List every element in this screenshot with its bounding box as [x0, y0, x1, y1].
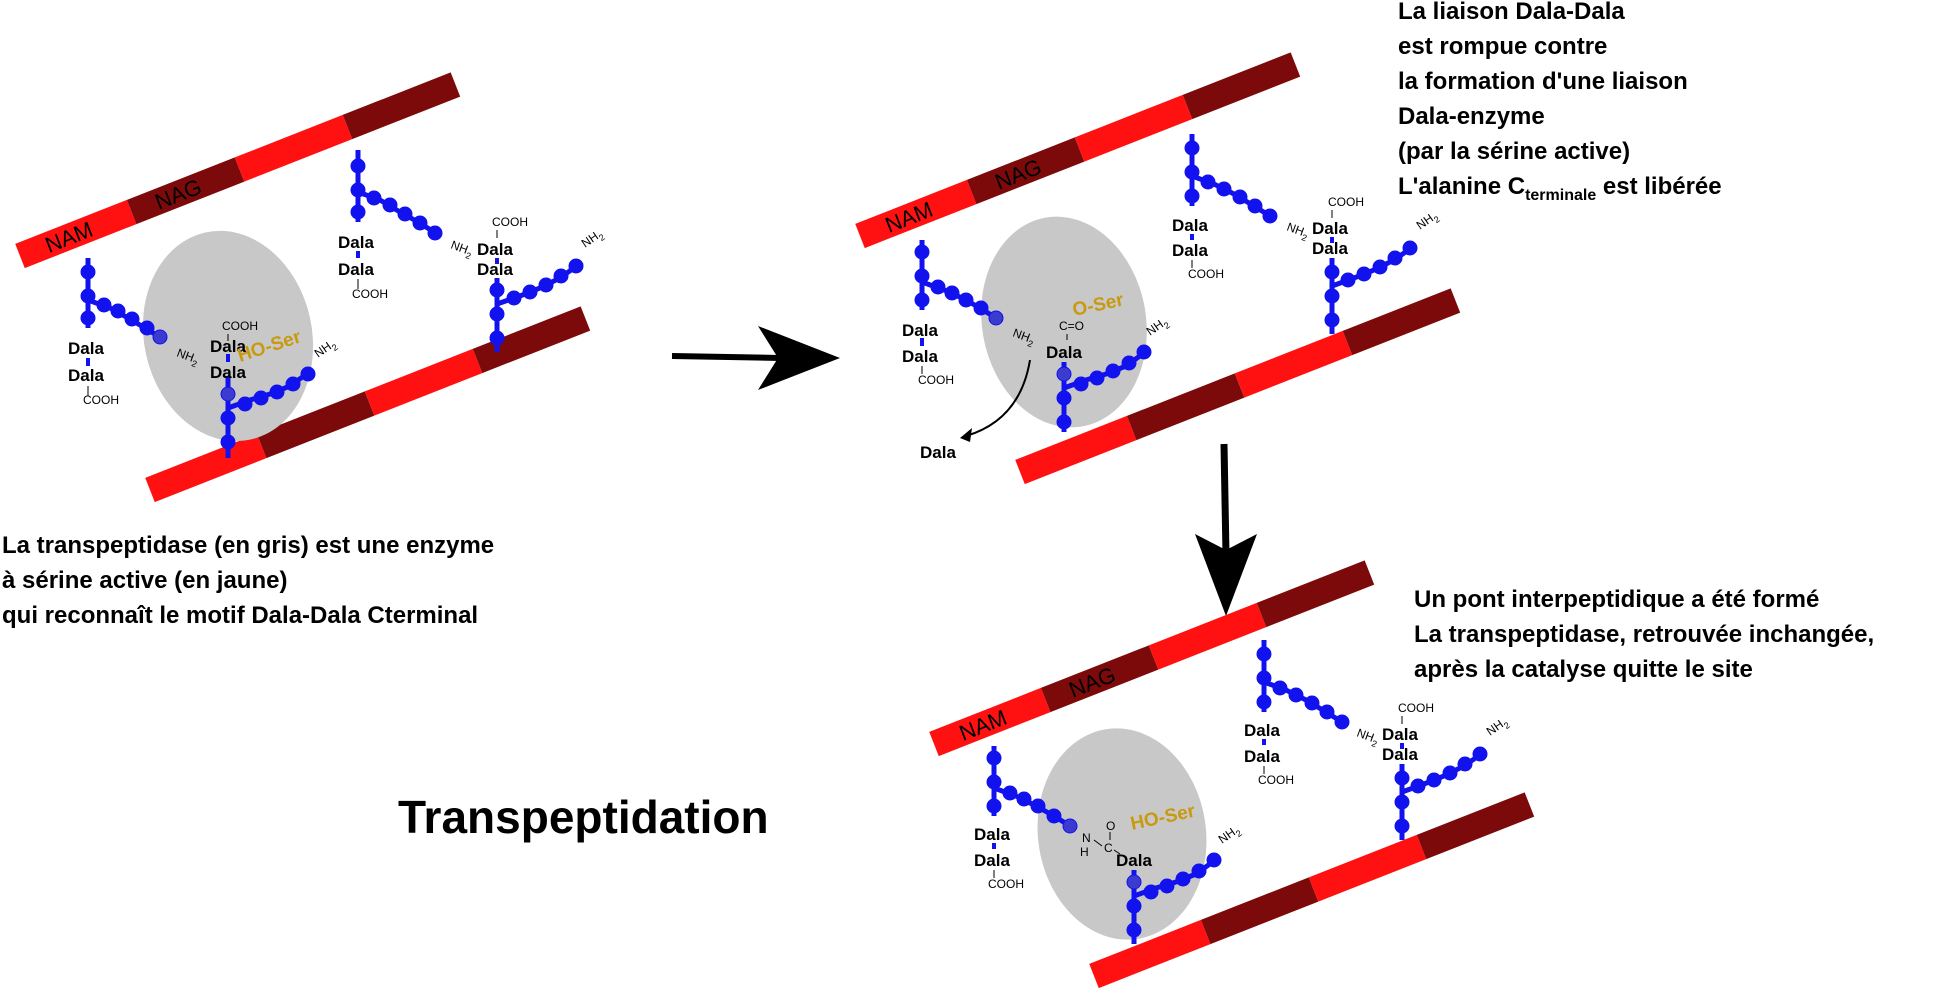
peptide-chain: [489, 258, 584, 352]
svg-text:Dala: Dala: [974, 825, 1010, 844]
caption-line: La liaison Dala-Dala: [1398, 0, 1625, 25]
panel-1: NAM NAG Dala Dala COOH: [15, 72, 607, 503]
svg-text:Dala: Dala: [68, 366, 104, 385]
peptide-chain: [1394, 746, 1488, 840]
svg-text:Dala: Dala: [338, 233, 374, 252]
svg-text:C=O: C=O: [1059, 319, 1084, 333]
caption-line: Un pont interpeptidique a été formé: [1414, 586, 1820, 613]
arrow-down: [1195, 443, 1257, 616]
svg-text:N: N: [1082, 831, 1091, 845]
peptide-chain: [986, 746, 1078, 834]
diagram-title: Transpeptidation: [398, 791, 769, 843]
svg-text:Dala: Dala: [1172, 216, 1208, 235]
svg-text:Dala: Dala: [1312, 239, 1348, 258]
caption-line: (par la sérine active): [1398, 138, 1631, 165]
svg-text:Dala: Dala: [902, 321, 938, 340]
svg-text:Dala: Dala: [68, 339, 104, 358]
svg-text:COOH: COOH: [918, 373, 954, 387]
svg-text:O: O: [1106, 819, 1115, 833]
svg-text:COOH: COOH: [222, 319, 258, 333]
caption-line: L'alanine Cterminale est libérée: [1398, 173, 1722, 204]
nag-label: NAG: [1065, 662, 1119, 703]
peptide-chain: [220, 366, 316, 458]
svg-text:Dala: Dala: [1046, 343, 1082, 362]
svg-text:COOH: COOH: [83, 393, 119, 407]
nag-label: NAG: [151, 174, 205, 215]
svg-text:COOH: COOH: [1398, 701, 1434, 715]
peptide-chain: [914, 240, 1004, 326]
svg-text:Dala: Dala: [477, 260, 513, 279]
upper-glycan-strand: NAM NAG: [855, 52, 1301, 249]
lower-glycan-strand: [145, 306, 591, 503]
svg-text:COOH: COOH: [1258, 773, 1294, 787]
svg-text:Dala: Dala: [1172, 241, 1208, 260]
caption-line: est rompue contre: [1398, 33, 1608, 60]
nam-label: NAM: [42, 217, 97, 258]
svg-text:COOH: COOH: [1328, 195, 1364, 209]
svg-text:Dala: Dala: [1244, 721, 1280, 740]
caption-line: qui reconnaît le motif Dala-Dala Ctermin…: [2, 602, 479, 629]
peptide-chain: [1256, 640, 1350, 730]
peptide-chain: [1056, 344, 1152, 432]
svg-text:Dala: Dala: [974, 851, 1010, 870]
svg-text:COOH: COOH: [1188, 267, 1224, 281]
nam-label: NAM: [956, 705, 1011, 746]
caption-line: Dala-enzyme: [1398, 103, 1545, 130]
upper-glycan-strand: NAM NAG: [929, 560, 1375, 757]
svg-text:Dala: Dala: [210, 337, 246, 356]
svg-text:Dala: Dala: [1382, 725, 1418, 744]
svg-text:COOH: COOH: [988, 877, 1024, 891]
peptide-chain: [1184, 134, 1278, 224]
caption-line: la formation d'une liaison: [1398, 68, 1688, 95]
svg-text:COOH: COOH: [492, 215, 528, 229]
svg-text:Dala: Dala: [338, 260, 374, 279]
svg-text:COOH: COOH: [352, 287, 388, 301]
svg-text:Dala: Dala: [1244, 747, 1280, 766]
caption-line: après la catalyse quitte le site: [1414, 656, 1753, 683]
svg-text:Dala: Dala: [902, 347, 938, 366]
caption-line: à sérine active (en jaune): [2, 567, 288, 594]
svg-text:Dala: Dala: [477, 240, 513, 259]
svg-text:C: C: [1104, 841, 1113, 855]
released-dala-label: Dala: [920, 443, 956, 462]
svg-text:Dala: Dala: [1116, 851, 1152, 870]
nag-label: NAG: [991, 154, 1045, 195]
panel-2: NAM NAG Dala Dala COOH Dal: [855, 52, 1461, 485]
arrow-right: [671, 326, 840, 390]
lower-glycan-strand: [1015, 288, 1461, 485]
svg-text:Dala: Dala: [210, 363, 246, 382]
lower-glycan-strand: [1089, 792, 1535, 989]
svg-text:Dala: Dala: [1312, 219, 1348, 238]
nam-label: NAM: [882, 197, 937, 238]
svg-text:H: H: [1080, 845, 1089, 859]
caption-line: La transpeptidase (en gris) est une enzy…: [2, 532, 495, 559]
caption-line: La transpeptidase, retrouvée inchangée,: [1414, 621, 1875, 648]
svg-text:Dala: Dala: [1382, 745, 1418, 764]
peptide-chain: [1324, 240, 1418, 334]
transpeptidase-enzyme: [1037, 728, 1207, 940]
peptide-chain: [80, 258, 168, 366]
upper-glycan-strand: NAM NAG: [15, 72, 461, 269]
peptide-chain: [350, 150, 443, 241]
peptide-chain: [1126, 852, 1222, 944]
